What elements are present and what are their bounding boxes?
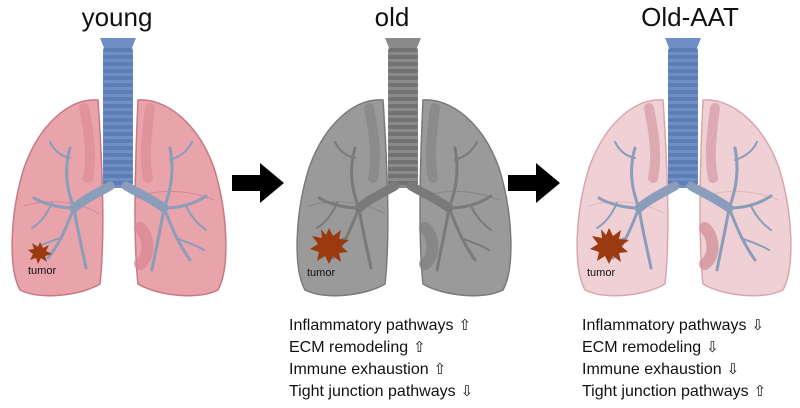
change-label: ECM remodeling [289, 339, 409, 356]
up-arrow-icon: ⇧ [753, 383, 767, 400]
lung-illustration-old-aat: tumor [576, 38, 792, 297]
down-arrow-icon: ⇩ [460, 383, 474, 400]
tumor-label: tumor [307, 267, 335, 279]
trachea [385, 38, 421, 188]
change-label: Immune exhaustion [582, 361, 722, 378]
bronchial-tree [31, 141, 208, 272]
up-arrow-icon: ⇧ [433, 361, 447, 378]
trachea [100, 38, 136, 188]
change-item: Inflammatory pathways⇩ [582, 315, 766, 337]
panel-title-young: young [81, 2, 153, 32]
transition-arrow-icon [232, 163, 284, 203]
change-label: ECM remodeling [582, 339, 702, 356]
up-arrow-icon: ⇧ [413, 339, 426, 356]
down-arrow-icon: ⇩ [726, 361, 740, 378]
bronchial-tree [316, 141, 493, 272]
change-item: Immune exhaustion⇩ [582, 359, 766, 381]
change-item: ECM remodeling⇧ [289, 337, 473, 359]
down-arrow-icon: ⇩ [751, 317, 765, 334]
lung-illustration-old: tumor [296, 38, 512, 297]
pathway-changes-old: Inflammatory pathways⇧ ECM remodeling⇧ I… [289, 315, 473, 403]
change-label: Tight junction pathways [289, 383, 456, 400]
change-label: Immune exhaustion [289, 361, 429, 378]
change-label: Inflammatory pathways [582, 317, 747, 334]
change-item: Tight junction pathways⇧ [582, 381, 766, 403]
change-item: Immune exhaustion⇧ [289, 359, 473, 381]
change-item: Inflammatory pathways⇧ [289, 315, 473, 337]
bronchial-tree [596, 141, 773, 272]
tumor-label: tumor [28, 265, 56, 277]
tumor-icon [310, 228, 349, 264]
trachea [665, 38, 701, 188]
tumor-label: tumor [587, 267, 615, 279]
tumor-icon [590, 228, 629, 264]
change-label: Tight junction pathways [582, 383, 749, 400]
panel-title-old: old [374, 2, 410, 32]
change-item: Tight junction pathways⇩ [289, 381, 473, 403]
up-arrow-icon: ⇧ [458, 317, 472, 334]
tumor-icon [28, 242, 52, 264]
change-label: Inflammatory pathways [289, 317, 454, 334]
transition-arrow-icon [508, 163, 560, 203]
down-arrow-icon: ⇩ [706, 339, 719, 356]
pathway-changes-old-aat: Inflammatory pathways⇩ ECM remodeling⇩ I… [582, 315, 766, 403]
change-item: ECM remodeling⇩ [582, 337, 766, 359]
panel-title-old-aat: Old-AAT [641, 2, 739, 32]
lung-illustration-young: tumor [11, 38, 227, 297]
